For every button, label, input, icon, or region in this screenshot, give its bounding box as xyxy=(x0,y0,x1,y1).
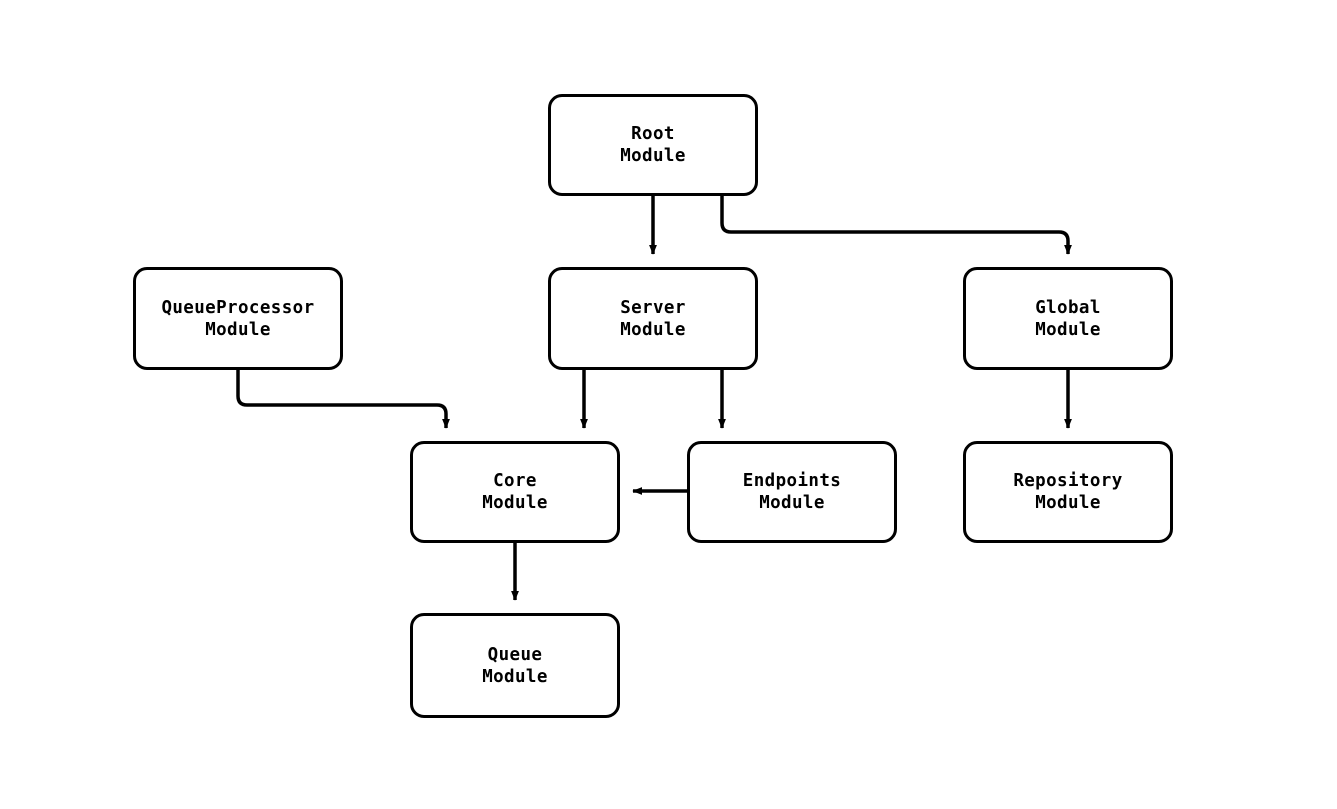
node-root-module[interactable]: Root Module xyxy=(548,94,758,196)
node-label-line2: Module xyxy=(620,146,686,166)
node-label-line2: Module xyxy=(482,666,548,687)
edge-root-global xyxy=(720,196,1072,255)
node-server-module[interactable]: Server Module xyxy=(548,267,758,370)
node-label-line2: Module xyxy=(482,493,548,513)
node-global-module[interactable]: Global Module xyxy=(963,267,1173,370)
node-label-line1: Global xyxy=(1035,297,1101,318)
node-label-line2: Module xyxy=(620,319,686,340)
node-label-line2: Module xyxy=(1035,319,1101,340)
node-label-line1: Repository xyxy=(1013,471,1123,491)
node-core-module[interactable]: Core Module xyxy=(410,441,620,543)
node-label-line2: Module xyxy=(759,493,825,513)
node-label-line1: Server xyxy=(620,297,686,318)
node-endpoints-module[interactable]: Endpoints Module xyxy=(687,441,897,543)
node-repository-module[interactable]: Repository Module xyxy=(963,441,1173,543)
edge-queueprocessor-core xyxy=(236,370,450,429)
node-label-line1: Root xyxy=(631,124,675,144)
node-label-line1: QueueProcessor xyxy=(161,297,315,318)
node-label-line2: Module xyxy=(205,319,271,340)
node-queueprocessor-module[interactable]: QueueProcessor Module xyxy=(133,267,343,370)
node-label-line2: Module xyxy=(1035,493,1101,513)
node-label-line1: Queue xyxy=(487,644,543,665)
node-label-line1: Endpoints xyxy=(742,471,842,491)
node-label-line1: Core xyxy=(493,471,537,491)
node-queue-module[interactable]: Queue Module xyxy=(410,613,620,718)
